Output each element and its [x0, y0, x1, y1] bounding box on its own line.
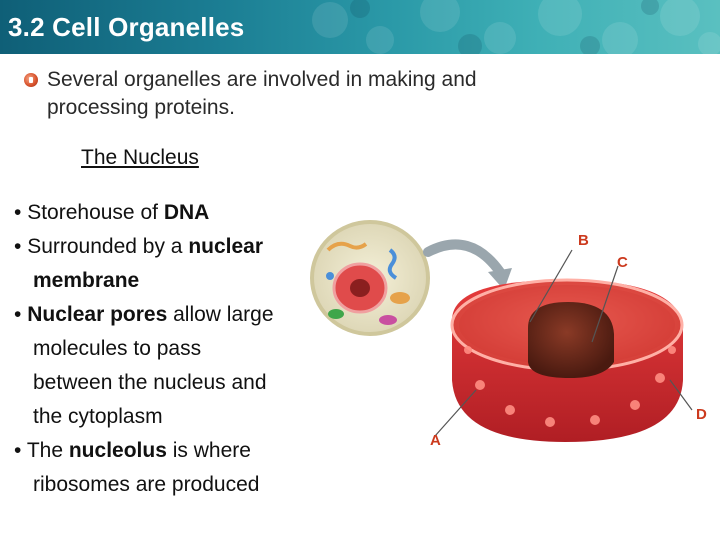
page-title: 3.2 Cell Organelles — [8, 12, 245, 42]
intro-text: Several organelles are involved in makin… — [47, 66, 607, 122]
intro-line-1: Several organelles are involved in makin… — [47, 68, 477, 91]
intro-line-2: processing proteins. — [47, 96, 235, 119]
header-texture — [312, 0, 720, 54]
list-item: • Storehouse of DNA — [14, 201, 210, 224]
bullet-icon — [24, 73, 38, 87]
list-item: • Surrounded by a nuclear membrane — [14, 235, 264, 292]
zoom-arrow — [423, 239, 505, 277]
label-d: D — [696, 406, 707, 423]
list-item: • Nuclear pores allow large molecules to… — [14, 303, 274, 428]
section-heading: The Nucleus — [81, 146, 199, 169]
label-c: C — [617, 254, 628, 271]
bullet-list: • Storehouse of DNA • Surrounded by a nu… — [14, 196, 314, 502]
nucleus-diagram — [310, 220, 693, 442]
nucleus-cutaway — [450, 278, 684, 442]
list-item: • The nucleolus is where ribosomes are p… — [14, 439, 260, 496]
leader-lines — [434, 249, 693, 437]
label-b: B — [578, 232, 589, 249]
animal-cell-icon — [310, 220, 430, 336]
label-a: A — [430, 432, 441, 449]
title-bar: 3.2 Cell Organelles — [0, 0, 720, 54]
